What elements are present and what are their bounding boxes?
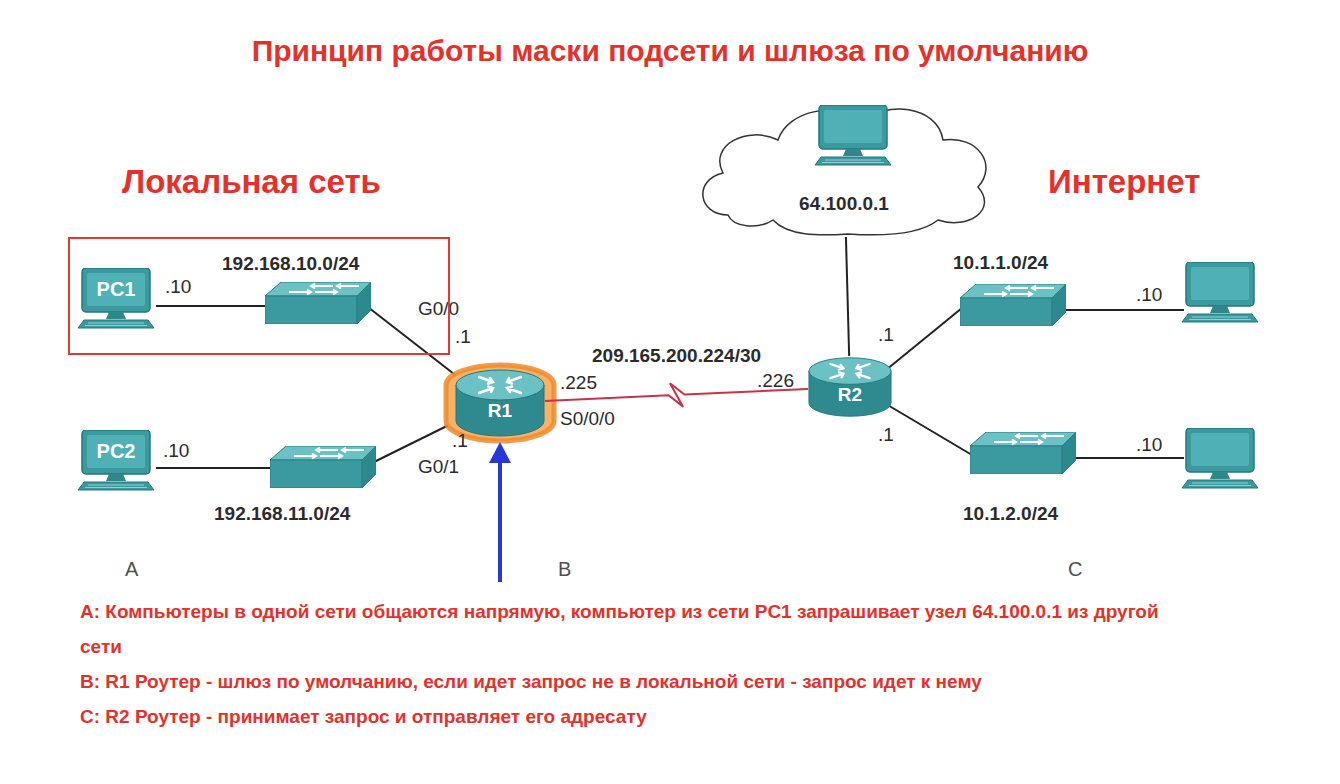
- router-node: R1: [455, 368, 545, 438]
- label-slot: .1: [455, 326, 471, 348]
- section-letter: C: [1068, 558, 1082, 581]
- switch-icon: [970, 432, 1076, 474]
- label-slot: .1: [452, 430, 468, 452]
- region-heading: Интернет: [1048, 163, 1200, 201]
- cloud-shape: [688, 95, 1000, 237]
- title-slot: Принцип работы маски подсети и шлюза по …: [0, 34, 1340, 68]
- internet-cloud: 64.100.0.1: [688, 95, 1000, 237]
- label-slot: G0/1: [418, 456, 459, 478]
- label-slot: .10: [163, 440, 189, 462]
- switch-icon: [265, 282, 371, 324]
- computer-icon: [1182, 428, 1258, 488]
- label-slot: .10: [1136, 284, 1162, 306]
- label-slot: .1: [878, 424, 894, 446]
- interface-label: 10.1.1.0/24: [953, 252, 1048, 274]
- interface-label: .10: [1136, 284, 1162, 306]
- router-icon: [456, 370, 544, 436]
- switch-icon: [960, 284, 1066, 326]
- router-icon: [809, 358, 891, 416]
- network-address: 192.168.10.0/24: [222, 253, 359, 275]
- computer-icon: [78, 430, 154, 490]
- interface-label: 10.1.2.0/24: [963, 503, 1058, 525]
- local-network-frame: 192.168.10.0/24PC1: [68, 237, 450, 355]
- network-link: [846, 237, 849, 356]
- computer-icon: [1182, 262, 1258, 322]
- label-slot: .1: [878, 324, 894, 346]
- label-slot: S0/0/0: [560, 408, 615, 430]
- label-slot: .226: [757, 370, 794, 392]
- label-slot: .10: [165, 276, 191, 298]
- label-slot: A: [125, 558, 138, 581]
- interface-label: .10: [1136, 434, 1162, 456]
- interface-label: .225: [560, 372, 597, 394]
- label-slot: G0/0: [418, 298, 459, 320]
- interface-label: S0/0/0: [560, 408, 615, 430]
- router-highlight: [446, 365, 554, 441]
- computer-name: PC1: [97, 278, 136, 301]
- pointer-arrow: [489, 442, 511, 582]
- interface-label: G0/1: [418, 456, 459, 478]
- computer-name: PC2: [97, 440, 136, 463]
- region-heading: Локальная сеть: [122, 163, 381, 201]
- note-list: A: Компьютеры в одной сети общаются напр…: [80, 594, 1200, 734]
- computer-node: PC2: [72, 430, 160, 492]
- label-slot: 10.1.1.0/24: [953, 252, 1048, 274]
- switch-icon: [270, 446, 376, 488]
- label-slot: .10: [1136, 434, 1162, 456]
- interface-label: .1: [452, 430, 468, 452]
- interface-label: .226: [757, 370, 794, 392]
- computer-node: PC1: [72, 268, 160, 330]
- computer-icon: [78, 268, 154, 328]
- explanation-note: C: R2 Роутер - принимает запрос и отправ…: [80, 699, 1200, 734]
- link-label: 209.165.200.224/30: [588, 345, 765, 367]
- label-slot: 192.168.11.0/24: [214, 503, 350, 525]
- network-address: 64.100.0.1: [799, 193, 889, 215]
- router-name: R2: [838, 384, 862, 406]
- label-slot: .225: [560, 372, 597, 394]
- diagram-title: Принцип работы маски подсети и шлюза по …: [252, 34, 1089, 68]
- interface-label: G0/0: [418, 298, 459, 320]
- interface-label: .10: [163, 440, 189, 462]
- interface-label: .1: [455, 326, 471, 348]
- router-name: R1: [488, 400, 512, 422]
- link-label-slot: 209.165.200.224/30: [588, 345, 765, 367]
- label-slot: C: [1068, 558, 1082, 581]
- computer-icon: [815, 105, 891, 165]
- explanation-note: B: R1 Роутер - шлюз по умолчанию, если и…: [80, 664, 1200, 699]
- interface-label: .10: [165, 276, 191, 298]
- section-letter: B: [558, 558, 571, 581]
- interface-label: .1: [878, 324, 894, 346]
- label-slot: 10.1.2.0/24: [963, 503, 1058, 525]
- label-slot: Интернет: [1048, 163, 1200, 201]
- section-letter: A: [125, 558, 138, 581]
- interface-label: 192.168.11.0/24: [214, 503, 350, 525]
- label-slot: Локальная сеть: [122, 163, 381, 201]
- explanation-note: A: Компьютеры в одной сети общаются напр…: [80, 594, 1200, 664]
- router-node: R2: [808, 356, 892, 418]
- interface-label: .1: [878, 424, 894, 446]
- label-slot: B: [558, 558, 571, 581]
